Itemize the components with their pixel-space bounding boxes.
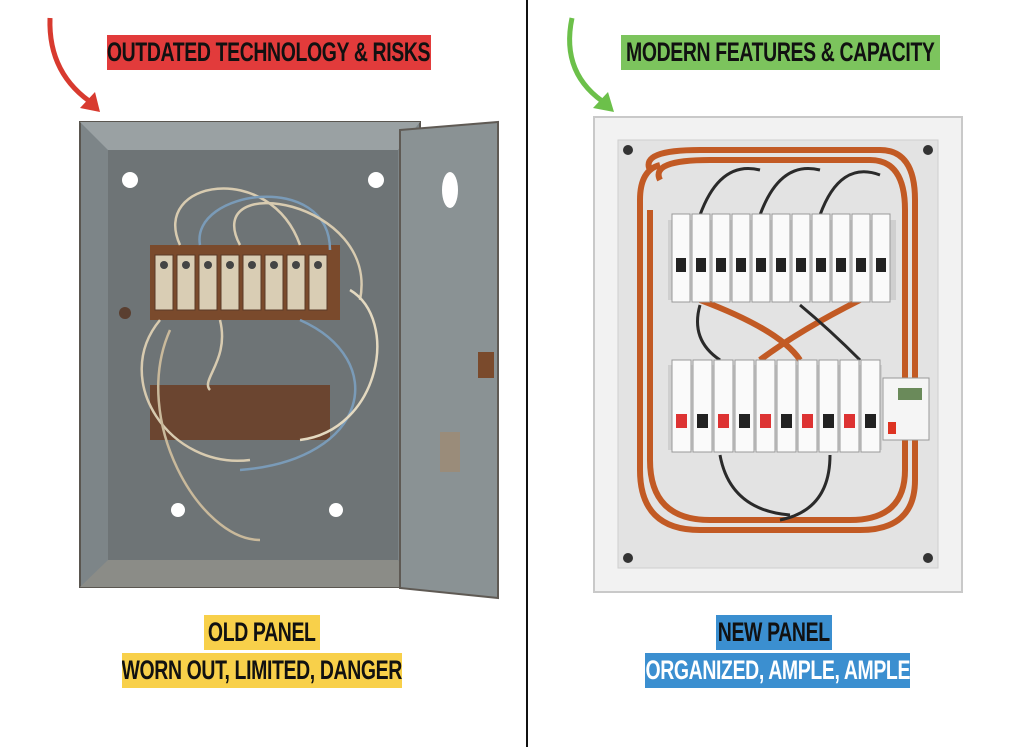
breaker-toggle <box>756 258 766 272</box>
terminal-screw <box>270 261 278 269</box>
green-arrow-head <box>593 92 614 112</box>
old-panel-subtitle-text: WORN OUT, LIMITED, DANGER <box>122 655 402 685</box>
breaker-toggle <box>802 414 813 428</box>
breaker-toggle <box>844 414 855 428</box>
new-header-text: MODERN FEATURES & CAPACITY <box>626 37 935 67</box>
breaker <box>734 359 755 453</box>
old-terminal <box>264 254 284 311</box>
breaker-toggle <box>781 414 792 428</box>
breaker-toggle <box>836 258 846 272</box>
breaker-toggle <box>856 258 866 272</box>
breaker-toggle <box>865 414 876 428</box>
breaker-toggle <box>718 414 729 428</box>
breaker <box>839 359 860 453</box>
terminal-screw <box>182 261 190 269</box>
old-header-label: OUTDATED TECHNOLOGY & RISKS <box>107 35 431 70</box>
breaker <box>776 359 797 453</box>
breaker-toggle <box>736 258 746 272</box>
red-arrow-head <box>80 92 100 112</box>
breaker-toggle <box>696 258 706 272</box>
breaker-toggle <box>816 258 826 272</box>
new-panel-image <box>593 116 963 593</box>
breaker-toggle <box>716 258 726 272</box>
new-panel-title-text: NEW PANEL <box>718 617 830 647</box>
breaker-toggle <box>876 258 886 272</box>
terminal-screw <box>314 261 322 269</box>
breaker <box>671 359 692 453</box>
breaker <box>692 359 713 453</box>
terminal-screw <box>160 261 168 269</box>
breaker-toggle <box>760 414 771 428</box>
terminal-screw <box>248 261 256 269</box>
breaker <box>818 359 839 453</box>
terminal-screw <box>292 261 300 269</box>
breaker <box>797 359 818 453</box>
old-panel-title: OLD PANEL <box>204 615 320 650</box>
old-terminal <box>242 254 262 311</box>
breaker-toggle <box>776 258 786 272</box>
old-panel-title-text: OLD PANEL <box>208 617 316 647</box>
new-panel-title: NEW PANEL <box>716 615 832 650</box>
breaker <box>860 359 881 453</box>
breaker-toggle <box>697 414 708 428</box>
terminal-screw <box>226 261 234 269</box>
old-panel-subtitle: WORN OUT, LIMITED, DANGER <box>122 653 402 688</box>
new-panel-subtitle-text: ORGANIZED, AMPLE, AMPLE <box>645 655 910 685</box>
breaker <box>755 359 776 453</box>
terminal-screw <box>204 261 212 269</box>
breaker-toggle <box>823 414 834 428</box>
old-terminal <box>220 254 240 311</box>
old-terminal <box>308 254 328 311</box>
breaker-toggle <box>739 414 750 428</box>
old-terminal <box>286 254 306 311</box>
old-terminal <box>154 254 174 311</box>
red-arrow-icon <box>47 17 97 108</box>
center-divider <box>526 0 528 747</box>
old-terminal <box>176 254 196 311</box>
old-terminal <box>198 254 218 311</box>
new-header-label: MODERN FEATURES & CAPACITY <box>621 35 940 70</box>
new-panel-subtitle: ORGANIZED, AMPLE, AMPLE <box>645 653 910 688</box>
old-panel-image <box>79 120 499 600</box>
breaker <box>713 359 734 453</box>
breaker-toggle <box>796 258 806 272</box>
green-arrow-icon <box>567 17 610 108</box>
breaker-toggle <box>676 258 686 272</box>
breaker-toggle <box>676 414 687 428</box>
old-header-text: OUTDATED TECHNOLOGY & RISKS <box>107 37 431 67</box>
